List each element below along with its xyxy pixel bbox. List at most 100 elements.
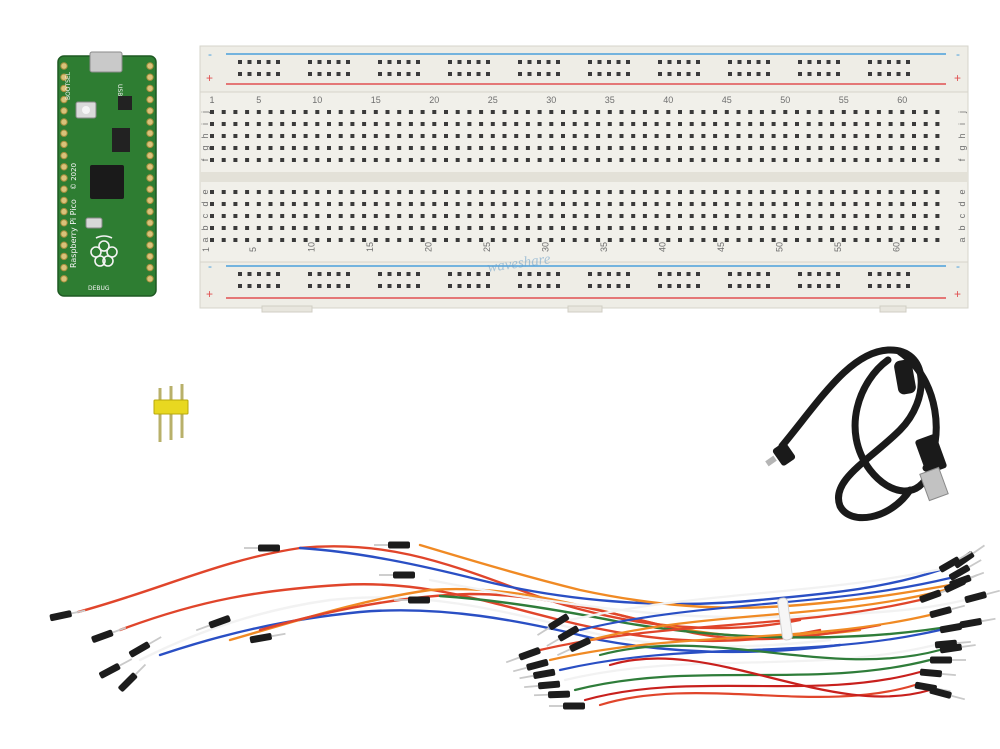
rail-hole bbox=[336, 60, 341, 64]
breadboard-hole bbox=[327, 158, 331, 162]
breadboard-hole bbox=[736, 134, 741, 138]
breadboard-hole bbox=[280, 214, 285, 218]
breadboard-hole bbox=[584, 122, 589, 126]
breadboard-hole bbox=[291, 190, 296, 194]
breadboard-hole bbox=[795, 146, 799, 150]
column-number: 25 bbox=[488, 95, 498, 105]
breadboard-hole bbox=[759, 190, 764, 194]
breadboard-hole bbox=[338, 238, 343, 242]
breadboard-hole bbox=[759, 158, 764, 162]
breadboard-hole bbox=[210, 146, 214, 150]
breadboard-hole bbox=[338, 122, 343, 126]
pico-debug-text: DEBUG bbox=[88, 285, 110, 292]
breadboard-hole bbox=[713, 226, 718, 230]
rail-hole bbox=[588, 60, 592, 64]
rail-hole bbox=[308, 72, 312, 76]
breadboard-hole bbox=[619, 134, 624, 138]
rail-hole bbox=[896, 60, 901, 64]
rail-hole bbox=[877, 272, 882, 276]
breadboard-hole bbox=[408, 214, 413, 218]
rail-hole bbox=[276, 60, 280, 64]
breadboard-hole bbox=[315, 158, 320, 162]
column-number: 45 bbox=[722, 95, 732, 105]
breadboard-hole bbox=[806, 226, 811, 230]
column-number: 10 bbox=[312, 95, 322, 105]
breadboard-hole bbox=[888, 146, 893, 150]
breadboard-hole bbox=[771, 214, 776, 218]
breadboard-hole bbox=[584, 202, 589, 206]
breadboard-hole bbox=[876, 122, 881, 126]
breadboard-hole bbox=[713, 122, 718, 126]
rail-plus-sign: + bbox=[206, 287, 213, 301]
breadboard-hole bbox=[397, 158, 402, 162]
breadboard-hole bbox=[806, 158, 811, 162]
breadboard-hole bbox=[678, 226, 682, 230]
wire-connector bbox=[953, 544, 986, 569]
breadboard-hole bbox=[490, 158, 495, 162]
breadboard-hole bbox=[256, 190, 261, 194]
breadboard-hole bbox=[771, 134, 776, 138]
breadboard-hole bbox=[549, 238, 554, 242]
row-letter: e bbox=[957, 189, 967, 194]
breadboard-hole bbox=[806, 190, 811, 194]
row-letter: g bbox=[200, 145, 210, 150]
wire-connector bbox=[929, 687, 966, 701]
wire-connector bbox=[549, 702, 585, 710]
breadboard-hole bbox=[432, 134, 437, 138]
breadboard-hole bbox=[327, 110, 331, 114]
breadboard-hole bbox=[280, 110, 285, 114]
breadboard-hole bbox=[385, 190, 390, 194]
rail-hole bbox=[728, 72, 732, 76]
breadboard-hole bbox=[502, 238, 507, 242]
rail-hole bbox=[546, 72, 551, 76]
breadboard-hole bbox=[291, 134, 296, 138]
breadboard-hole bbox=[607, 134, 612, 138]
row-letter: h bbox=[957, 133, 967, 138]
rail-hole bbox=[728, 60, 732, 64]
breadboard-hole bbox=[935, 134, 940, 138]
breadboard-hole bbox=[876, 202, 881, 206]
pico-pad bbox=[60, 252, 68, 261]
rail-hole bbox=[836, 272, 840, 276]
rail-hole bbox=[537, 60, 541, 64]
breadboard-hole bbox=[479, 202, 484, 206]
breadboard-hole bbox=[642, 134, 647, 138]
breadboard-hole bbox=[654, 146, 659, 150]
breadboard-hole bbox=[408, 122, 413, 126]
usb-cable bbox=[765, 346, 949, 522]
breadboard-hole bbox=[631, 202, 636, 206]
breadboard-hole bbox=[245, 214, 250, 218]
breadboard-hole bbox=[701, 134, 706, 138]
row-letter: f bbox=[957, 158, 967, 161]
breadboard-hole bbox=[900, 110, 905, 114]
breadboard-hole bbox=[724, 202, 729, 206]
breadboard-hole bbox=[759, 122, 764, 126]
breadboard-hole bbox=[455, 134, 460, 138]
flash-chip bbox=[112, 128, 130, 152]
breadboard-hole bbox=[935, 226, 940, 230]
breadboard-hole bbox=[841, 158, 846, 162]
breadboard-hole bbox=[268, 226, 273, 230]
rail-hole bbox=[626, 284, 630, 288]
column-number: 20 bbox=[429, 95, 439, 105]
breadboard-hole bbox=[841, 238, 846, 242]
breadboard-hole bbox=[268, 122, 273, 126]
breadboard-hole bbox=[607, 202, 612, 206]
breadboard-hole bbox=[619, 158, 624, 162]
rail-hole bbox=[247, 272, 252, 276]
breadboard-hole bbox=[795, 110, 799, 114]
breadboard-hole bbox=[876, 226, 881, 230]
jumper-wire bbox=[598, 644, 942, 661]
breadboard-hole bbox=[888, 202, 893, 206]
wire-connector bbox=[379, 571, 415, 579]
breadboard-hole bbox=[256, 202, 261, 206]
pico-pad bbox=[60, 185, 68, 193]
rail-plus-sign: + bbox=[206, 71, 213, 85]
breadboard-hole bbox=[373, 146, 378, 150]
rail-hole bbox=[448, 60, 452, 64]
wire-tie bbox=[777, 597, 793, 641]
rail-hole bbox=[397, 272, 401, 276]
breadboard-hole bbox=[455, 238, 460, 242]
rail-hole bbox=[686, 60, 691, 64]
rail-hole bbox=[616, 72, 621, 76]
